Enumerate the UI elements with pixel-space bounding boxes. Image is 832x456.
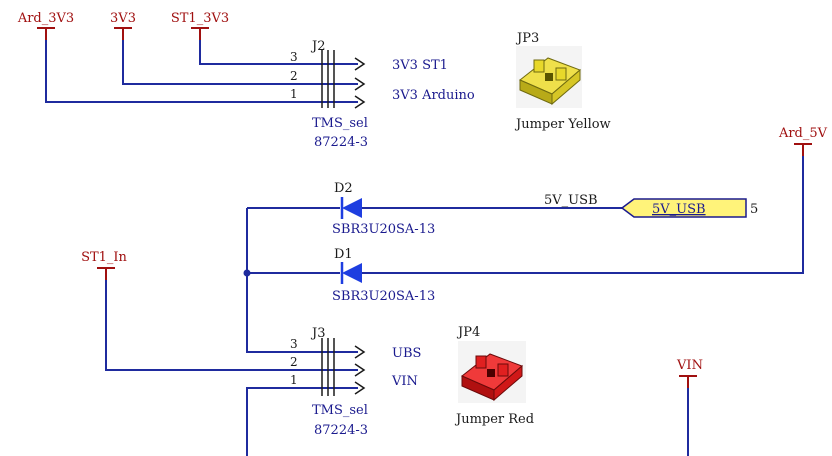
connector-j2: J2 3 2 1 3V3 ST1 3V3 Arduino TMS_sel 872… [290,39,475,150]
j2-pin-2: 2 [290,69,298,83]
jp3-designator: JP3 [515,31,539,46]
j2-designator: J2 [310,39,325,54]
d2-designator: D2 [334,181,353,196]
jp4-label: Jumper Red [454,412,534,427]
j3-pin-2: 2 [290,355,298,369]
port-5v-usb-shape [620,198,747,218]
d1-designator: D1 [334,247,353,262]
net-label-st1-in: ST1_In [81,250,127,265]
wire-j3-pin1 [246,387,358,456]
j2-pin-3: 3 [290,50,298,64]
diode-d2-symbol [342,198,362,218]
net-label-ard-3v3: Ard_3V3 [17,11,74,26]
j2-net-st1: 3V3 ST1 [392,58,448,73]
connector-j3: J3 3 2 1 UBS VIN TMS_sel 87224-3 [290,326,421,438]
jumper-jp3: JP3 Jumper Yellow [514,31,611,132]
port-5v-usb-pin: 5 [750,202,758,217]
j3-net-vin: VIN [391,374,418,389]
net-label-3v3: 3V3 [110,11,136,26]
j3-net-ubs: UBS [392,346,421,361]
j3-part: 87224-3 [314,423,368,438]
wires [45,30,804,456]
j3-designator: J3 [310,326,325,341]
net-label-ard-5v: Ard_5V [778,126,828,141]
wire-left-bus [246,208,358,353]
d2-part: SBR3U20SA-13 [332,222,435,237]
net-label-5v-usb-wire: 5V_USB [544,193,598,208]
wire-st1-in [105,270,358,371]
diode-d1: D1 SBR3U20SA-13 [332,247,435,304]
d1-part: SBR3U20SA-13 [332,289,435,304]
jumper-jp4: JP4 Jumper Red [454,325,534,427]
jumper-red-icon [458,341,526,403]
net-label-st1-3v3: ST1_3V3 [171,11,229,26]
wire-3v3 [122,30,358,85]
diode-d2: D2 SBR3U20SA-13 [332,181,435,237]
j2-part: 87224-3 [314,135,368,150]
jumper-yellow-icon [516,46,582,108]
net-stubs [37,27,812,388]
j2-value: TMS_sel [312,116,368,131]
wire-ard-3v3 [45,30,358,103]
j3-pin-1: 1 [290,373,298,387]
junction-dot [243,269,251,277]
diode-d1-symbol [342,263,362,283]
port-5v-usb: 5V_USB 5 [620,198,758,218]
j3-value: TMS_sel [312,403,368,418]
j2-pin-1: 1 [290,87,298,101]
wire-d1-right [362,146,804,274]
net-label-vin: VIN [676,358,703,373]
j3-pin-3: 3 [290,337,298,351]
jp4-designator: JP4 [456,325,480,340]
jp3-label: Jumper Yellow [514,117,611,132]
wire-st1-3v3 [199,30,358,65]
j2-net-arduino: 3V3 Arduino [392,88,475,103]
port-5v-usb-label: 5V_USB [652,202,706,217]
